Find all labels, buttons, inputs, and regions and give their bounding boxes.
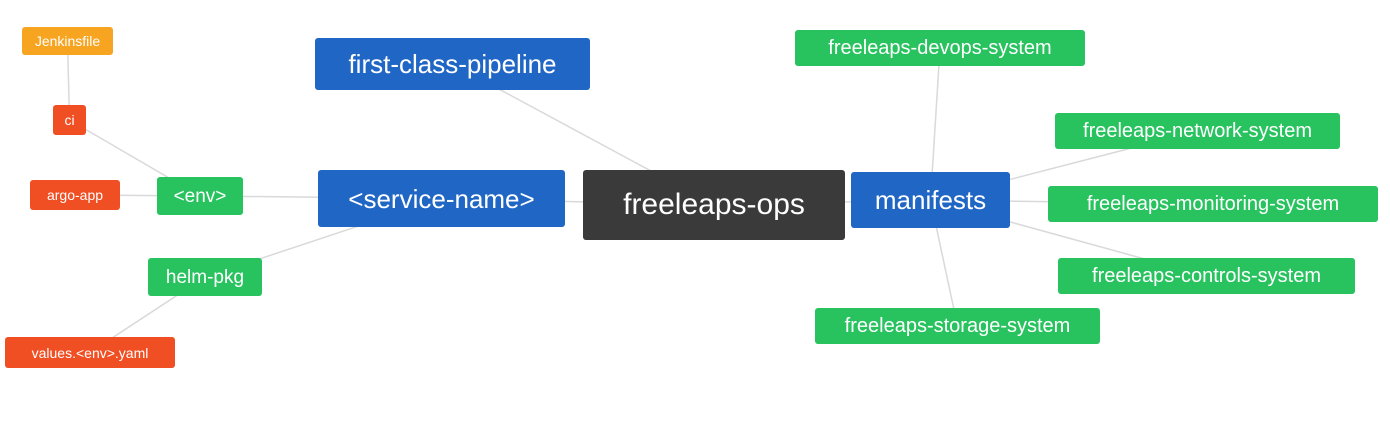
node-label: freeleaps-controls-system <box>1092 265 1321 287</box>
node-label: freeleaps-ops <box>623 188 805 221</box>
node-label: first-class-pipeline <box>348 49 557 79</box>
node-freeleaps-devops-system[interactable]: freeleaps-devops-system <box>795 30 1085 66</box>
node-label: freeleaps-network-system <box>1083 120 1312 142</box>
node-label: argo-app <box>46 187 104 203</box>
node-ci[interactable]: ci <box>53 105 86 135</box>
node-jenkinsfile[interactable]: Jenkinsfile <box>22 27 113 55</box>
node-label: freeleaps-devops-system <box>828 37 1052 59</box>
node-label: manifests <box>874 185 987 215</box>
node-freeleaps-storage-system[interactable]: freeleaps-storage-system <box>815 308 1100 344</box>
node-freeleaps-monitoring-system[interactable]: freeleaps-monitoring-system <box>1048 186 1378 222</box>
node-argo-app[interactable]: argo-app <box>30 180 120 210</box>
node-freeleaps-network-system[interactable]: freeleaps-network-system <box>1055 113 1340 149</box>
node-service-name[interactable]: <service-name> <box>318 170 565 227</box>
node-first-class-pipeline[interactable]: first-class-pipeline <box>315 38 590 90</box>
node-label: freeleaps-monitoring-system <box>1086 193 1340 215</box>
node-label: ci <box>64 112 75 128</box>
node-helm-pkg[interactable]: helm-pkg <box>148 258 262 296</box>
node-label: values.<env>.yaml <box>31 344 149 361</box>
node-label: Jenkinsfile <box>34 33 101 49</box>
node-label: <env> <box>173 185 227 207</box>
node-freeleaps-controls-system[interactable]: freeleaps-controls-system <box>1058 258 1355 294</box>
node-manifests[interactable]: manifests <box>851 172 1010 228</box>
node-label: <service-name> <box>348 183 535 214</box>
node-freeleaps-ops[interactable]: freeleaps-ops <box>583 170 845 240</box>
node-label: freeleaps-storage-system <box>844 315 1071 337</box>
node-env[interactable]: <env> <box>157 177 243 215</box>
node-values-env-yaml[interactable]: values.<env>.yaml <box>5 337 175 368</box>
node-label: helm-pkg <box>165 266 245 288</box>
